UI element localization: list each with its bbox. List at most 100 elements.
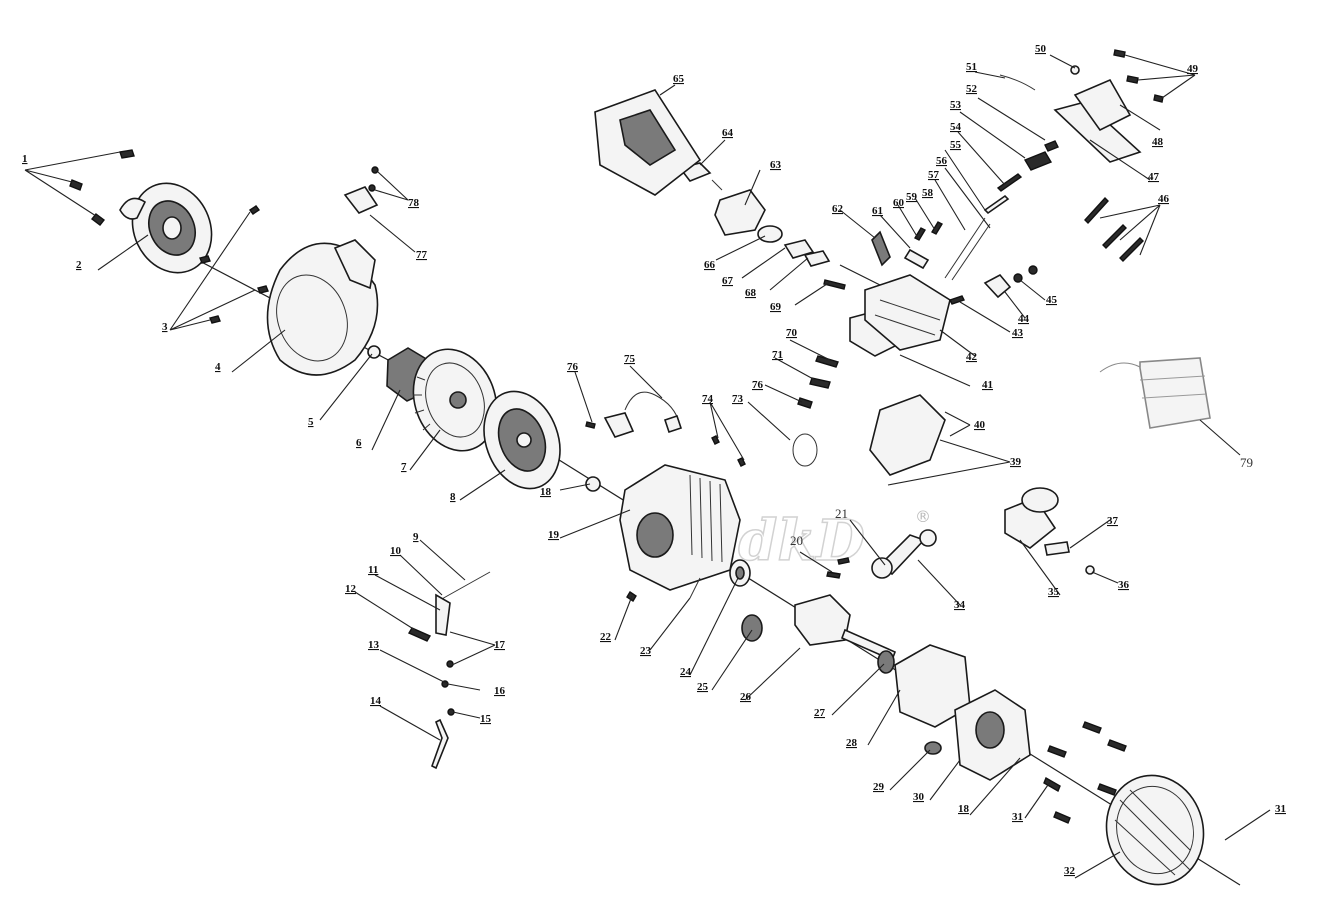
part-4-fan-housing	[266, 239, 379, 376]
callout-40: 40	[974, 419, 986, 431]
leader-lines	[24, 54, 1271, 879]
callout-27: 27	[814, 707, 826, 719]
callout-22: 22	[600, 631, 612, 643]
part-75-76-ignition-coil	[585, 391, 683, 438]
part-43-valve-pins	[949, 295, 965, 305]
callout-25: 25	[697, 681, 709, 693]
callout-6: 6	[356, 437, 362, 449]
callout-64: 64	[722, 127, 734, 139]
callout-31b: 31	[1275, 803, 1286, 815]
callout-42: 42	[966, 351, 978, 363]
callout-18a: 18	[540, 486, 552, 498]
callout-47: 47	[1148, 171, 1160, 183]
callout-16: 16	[494, 685, 506, 697]
part-26-crankshaft	[794, 594, 897, 662]
callout-67: 67	[722, 275, 734, 287]
part-44-bracket	[983, 273, 1012, 299]
part-3-bolts	[199, 205, 269, 324]
callout-57: 57	[928, 169, 940, 181]
callout-53: 53	[950, 99, 962, 111]
part-47-gasket	[1053, 101, 1142, 163]
part-50-60-valve-train	[903, 65, 1080, 281]
callout-62: 62	[832, 203, 844, 215]
part-24-bearing	[729, 559, 751, 587]
part-48-valve-cover	[1073, 78, 1132, 132]
callout-59: 59	[906, 191, 918, 203]
part-2-recoil-starter	[119, 182, 213, 274]
callout-71: 71	[772, 349, 783, 361]
part-19-engine-block	[619, 464, 741, 591]
part-25-gear	[741, 614, 763, 642]
part-65-air-filter	[594, 89, 702, 196]
callout-13: 13	[368, 639, 380, 651]
part-63-carburetor	[711, 179, 766, 236]
callout-26: 26	[740, 691, 752, 703]
callout-76b: 76	[752, 379, 764, 391]
part-77-78-bracket	[343, 166, 379, 214]
part-49-screws	[1113, 49, 1164, 103]
callout-21: 21	[835, 506, 848, 521]
part-46-bolts	[1084, 196, 1144, 262]
callout-10: 10	[390, 545, 402, 557]
callout-5: 5	[308, 416, 314, 428]
callout-55: 55	[950, 139, 962, 151]
callout-76a: 76	[567, 361, 579, 373]
callout-1: 1	[22, 153, 28, 165]
callout-23: 23	[640, 645, 652, 657]
callout-75: 75	[624, 353, 636, 365]
callout-20: 20	[790, 533, 803, 548]
callout-63: 63	[770, 159, 782, 171]
part-36-37-piston-pin	[1044, 541, 1095, 575]
callout-73: 73	[732, 393, 744, 405]
callout-24: 24	[680, 666, 692, 678]
callout-35: 35	[1048, 586, 1060, 598]
callout-69: 69	[770, 301, 782, 313]
callout-56: 56	[936, 155, 948, 167]
callout-61: 61	[872, 205, 883, 217]
callout-32: 32	[1064, 865, 1076, 877]
callout-39: 39	[1010, 456, 1022, 468]
callout-54: 54	[950, 121, 962, 133]
callout-18b: 18	[958, 803, 970, 815]
callout-36: 36	[1118, 579, 1130, 591]
callout-37: 37	[1107, 515, 1119, 527]
callout-12: 12	[345, 583, 357, 595]
callout-49: 49	[1187, 63, 1199, 75]
callout-4: 4	[215, 361, 221, 373]
part-30-crankcase-cover	[954, 689, 1031, 781]
callout-77: 77	[416, 249, 428, 261]
callout-31a: 31	[1012, 811, 1023, 823]
part-18-washer	[585, 476, 601, 492]
part-1-screws	[69, 149, 135, 226]
part-70-74-fasteners	[711, 355, 839, 467]
part-35-piston	[1004, 487, 1059, 549]
callout-34: 34	[954, 599, 966, 611]
callout-48: 48	[1152, 136, 1164, 148]
part-31-bolts	[1043, 721, 1127, 824]
callout-58: 58	[922, 187, 934, 199]
part-45-nut	[1013, 265, 1038, 283]
callout-11: 11	[368, 564, 378, 576]
callout-9: 9	[413, 531, 419, 543]
part-8-clutch-drum	[483, 390, 561, 490]
callout-29: 29	[873, 781, 885, 793]
callout-68: 68	[745, 287, 757, 299]
part-39-cylinder-cover	[869, 394, 946, 476]
callout-52: 52	[966, 83, 978, 95]
part-7-flywheel	[412, 348, 498, 452]
callout-19: 19	[548, 529, 560, 541]
part-79-muffler	[1099, 357, 1211, 429]
svg-text:®: ®	[915, 507, 931, 526]
callout-46: 46	[1158, 193, 1170, 205]
callout-41: 41	[982, 379, 993, 391]
callout-3: 3	[162, 321, 168, 333]
callout-44: 44	[1018, 313, 1030, 325]
part-42-cylinder-head	[864, 274, 951, 351]
part-20-21-pins	[826, 557, 850, 579]
callout-14: 14	[370, 695, 382, 707]
part-9-17-throttle-linkage	[407, 571, 491, 770]
callout-65: 65	[673, 73, 685, 85]
callout-79: 79	[1240, 455, 1253, 470]
callout-66: 66	[704, 259, 716, 271]
